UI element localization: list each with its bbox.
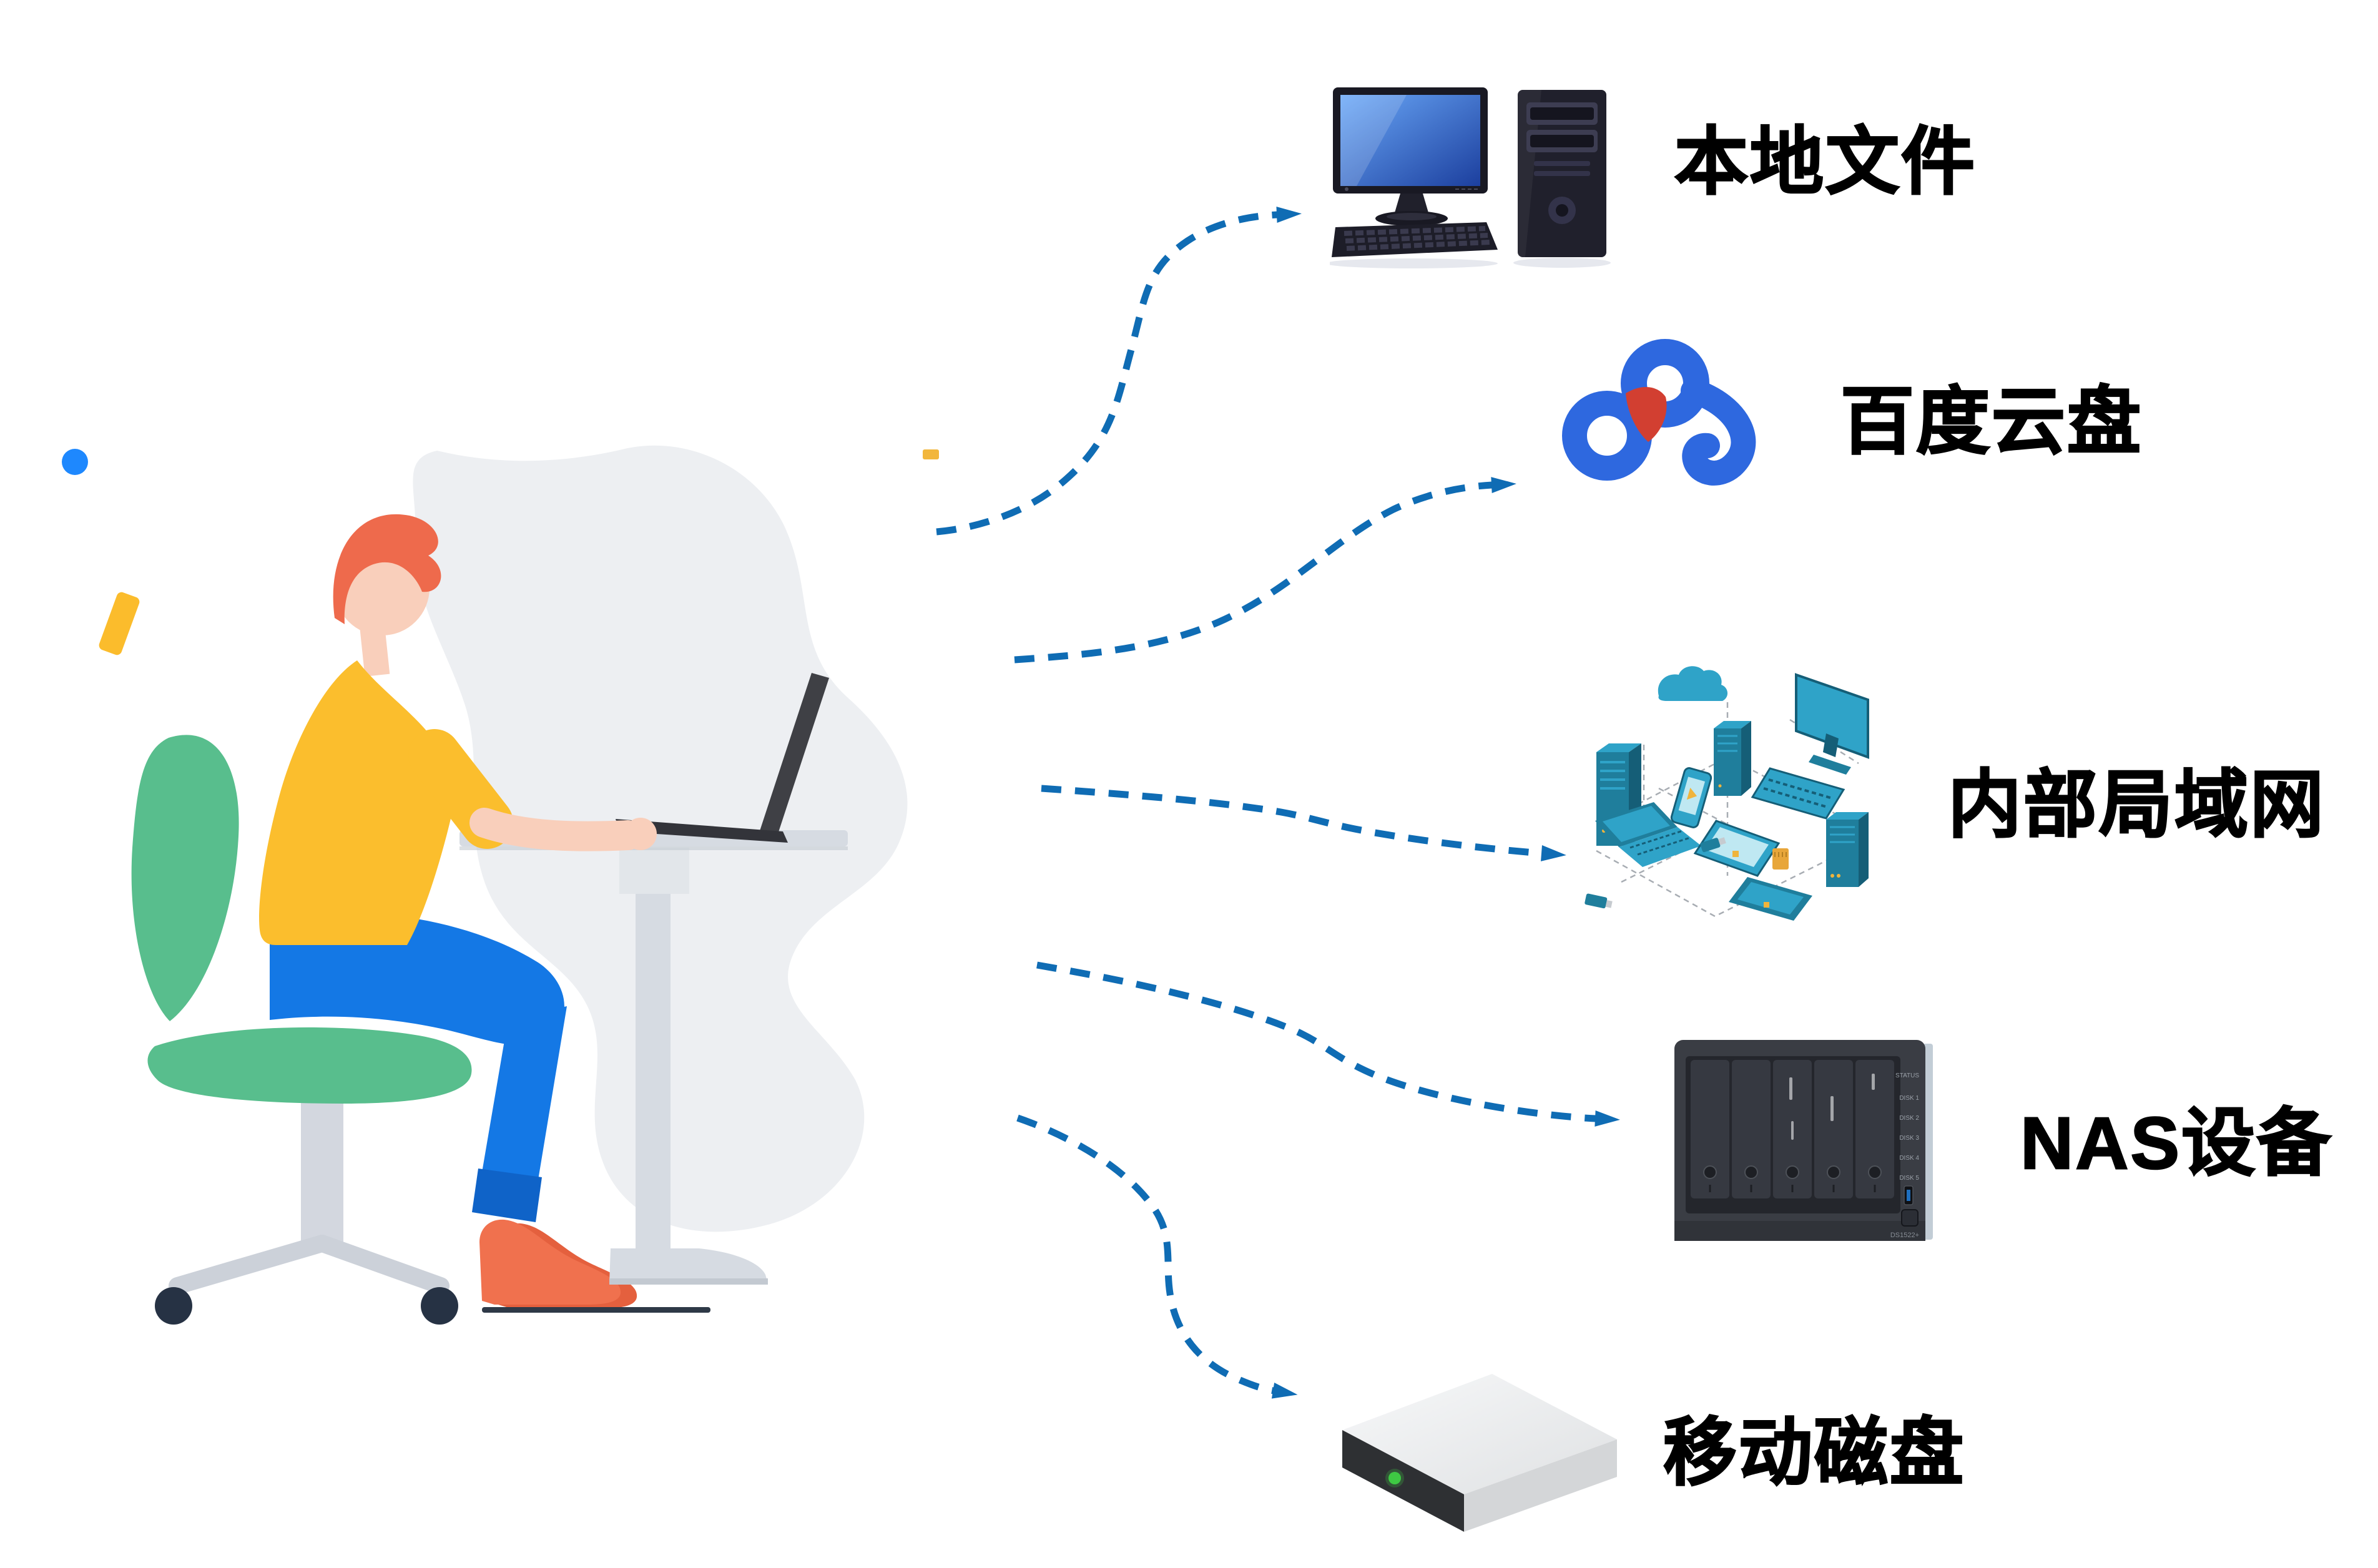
- chair-column: [301, 1086, 343, 1248]
- person-hair: [333, 514, 441, 624]
- lan-cloud: [1658, 666, 1728, 701]
- svg-text:DISK 2: DISK 2: [1899, 1115, 1919, 1122]
- person: [259, 514, 637, 1308]
- arrow-to-lan: [1041, 785, 1566, 861]
- decor-blue-dot: [62, 449, 88, 475]
- person-arm: [408, 729, 657, 851]
- svg-text:DISK 1: DISK 1: [1899, 1095, 1919, 1102]
- desk-top-shadow: [459, 846, 848, 850]
- laptop-base: [616, 819, 788, 843]
- label-nas: NAS设备: [2020, 1102, 2333, 1185]
- label-local-files: 本地文件: [1674, 121, 1977, 203]
- person-jeans-cuff: [472, 1169, 542, 1222]
- lan-network-icon: [1585, 666, 1869, 921]
- laptop: [616, 673, 829, 843]
- disk-top-face: [1342, 1374, 1617, 1494]
- lan-phone: [1670, 767, 1712, 828]
- nas-led-labels: STATUS DISK 1 DISK 2 DISK 3 DISK 4 DISK …: [1895, 1072, 1919, 1182]
- portable-disk-icon: [1342, 1374, 1617, 1532]
- svg-text:DISK 3: DISK 3: [1899, 1135, 1919, 1142]
- person-torso-shirt: [259, 660, 459, 945]
- lan-usb-stick: [1700, 837, 1726, 853]
- label-baidu-cloud: 百度云盘: [1840, 381, 2143, 463]
- svg-text:DISK 4: DISK 4: [1899, 1155, 1919, 1162]
- arrow-to-nas: [1036, 961, 1620, 1127]
- lan-tablet-2: [1729, 877, 1812, 921]
- baidu-netdisk-icon: [1562, 339, 1756, 486]
- arrow-to-portable-disk: [1016, 1114, 1298, 1399]
- svg-text:STATUS: STATUS: [1895, 1072, 1919, 1079]
- lan-usb-stick-2: [1585, 893, 1613, 909]
- nas-model-label: DS1522+: [1890, 1232, 1919, 1239]
- desk-foot: [609, 1248, 768, 1283]
- disk-led: [1388, 1472, 1401, 1484]
- person-shin: [482, 1006, 567, 1180]
- disk-front-face: [1342, 1430, 1464, 1532]
- person-thigh: [270, 912, 564, 1046]
- desk-column: [636, 894, 671, 1248]
- desk-foot-shadow: [609, 1278, 768, 1285]
- chair-leg-right: [313, 1235, 450, 1295]
- nas-device-icon: STATUS DISK 1 DISK 2 DISK 3 DISK 4 DISK …: [1674, 1040, 1933, 1241]
- person-neck: [360, 624, 390, 677]
- laptop-screen: [759, 673, 829, 838]
- nas-usb-port: [1904, 1185, 1914, 1205]
- person-at-desk-illustration: [131, 445, 908, 1325]
- arrow-to-local-files: [936, 207, 1302, 536]
- label-portable-disk: 移动磁盘: [1663, 1412, 1966, 1494]
- person-forearm: [469, 808, 643, 851]
- desktop-computer-icon: [1330, 87, 1611, 268]
- lan-monitor: [1795, 673, 1869, 775]
- arrow-to-baidu-cloud: [1014, 477, 1516, 664]
- disk-side-face: [1464, 1439, 1617, 1532]
- chair-wheel-left: [155, 1287, 192, 1325]
- lan-server-b: [1714, 721, 1751, 796]
- svg-text:DISK 5: DISK 5: [1899, 1175, 1919, 1182]
- chair-seat: [147, 1027, 472, 1104]
- person-hand: [624, 818, 657, 850]
- chair-backrest: [131, 735, 239, 1021]
- chair-wheel-right: [421, 1287, 458, 1325]
- lan-sd-card: [1772, 848, 1789, 870]
- office-chair: [131, 735, 472, 1325]
- lan-server-c: [1826, 812, 1869, 887]
- lan-keyboard: [1751, 767, 1845, 820]
- floor-line: [482, 1307, 710, 1313]
- nas-drive-bays: [1691, 1060, 1894, 1198]
- label-lan: 内部局域网: [1947, 764, 2326, 846]
- chair-leg-left: [169, 1235, 331, 1295]
- person-shoe-front: [479, 1219, 621, 1305]
- desk-pedestal-top: [619, 848, 689, 894]
- nas-power-button: [1901, 1209, 1919, 1227]
- decor-yellow-dash: [923, 449, 939, 459]
- lan-laptop: [1595, 802, 1701, 867]
